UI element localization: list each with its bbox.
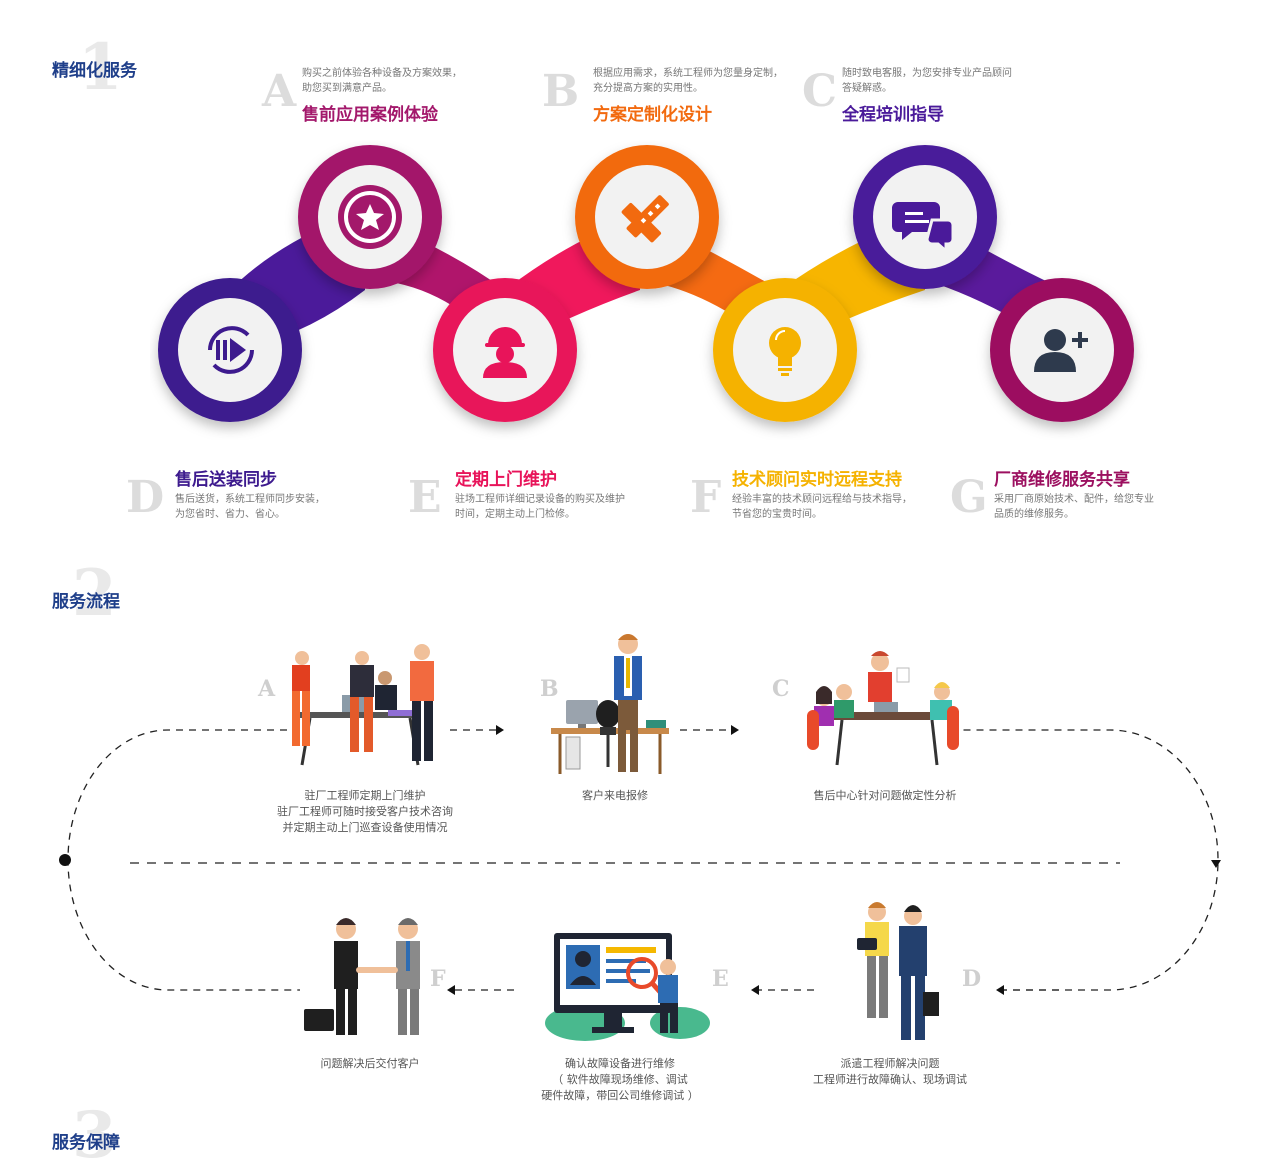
- arrow-left: [447, 985, 455, 995]
- service-title: 方案定制化设计: [593, 105, 712, 125]
- step-letter: B: [540, 676, 559, 702]
- star-icon: [338, 185, 402, 249]
- section-title: 精细化服务: [52, 61, 137, 81]
- service-letter: G: [950, 472, 988, 523]
- add-user-icon: [1034, 329, 1088, 372]
- step-letter: F: [430, 966, 446, 992]
- pencil-ruler-icon: [621, 195, 669, 243]
- section-title: 服务流程: [52, 592, 120, 612]
- start-dot: [59, 854, 71, 866]
- arrow-down: [1211, 860, 1221, 868]
- handshake-illustration: [304, 918, 420, 1035]
- service-desc: 根据应用需求，系统工程师为您量身定制，充分提高方案的实用性。: [593, 68, 783, 94]
- service-desc: 采用厂商原始技术、配件，给您专业品质的维修服务。: [994, 494, 1154, 520]
- step-description: 售后中心针对问题做定性分析: [813, 789, 957, 802]
- service-letter: B: [542, 66, 580, 117]
- service-letter: A: [262, 66, 297, 117]
- arrow-right: [731, 725, 739, 735]
- step-description: 派遣工程师解决问题工程师进行故障确认、现场调试: [813, 1057, 967, 1086]
- service-desc: 售后送货，系统工程师同步安装，为您省时、省力、省心。: [175, 494, 325, 520]
- analysis-meeting-illustration: [807, 651, 959, 766]
- arrow-right: [496, 725, 504, 735]
- service-node-g: [990, 278, 1134, 422]
- service-letter: E: [408, 472, 442, 523]
- service-title: 技术顾问实时远程支持: [732, 470, 902, 490]
- team-meeting-illustration: [292, 644, 434, 766]
- step-description: 驻厂工程师定期上门维护驻厂工程师可随时接受客户技术咨询并定期主动上门巡查设备使用…: [277, 789, 453, 834]
- service-letter: C: [802, 66, 838, 117]
- service-desc: 购买之前体验各种设备及方案效果，助您买到满意产品。: [302, 68, 462, 94]
- section-number: 1: [78, 30, 123, 105]
- step-description: 确认故障设备进行维修（ 软件故障现场维修、调试硬件故障，带回公司维修调试 ）: [541, 1057, 699, 1102]
- step-description: 问题解决后交付客户: [320, 1057, 420, 1070]
- service-title: 定期上门维护: [455, 470, 557, 490]
- engineer-icon: [483, 327, 527, 378]
- step-letter: E: [712, 966, 729, 992]
- service-desc: 随时致电客服，为您安排专业产品顾问答疑解惑。: [842, 68, 1012, 94]
- step-description: 客户来电报修: [582, 789, 648, 802]
- section-title: 服务保障: [52, 1133, 120, 1153]
- service-title: 售前应用案例体验: [302, 105, 438, 125]
- service-letter: D: [126, 472, 165, 523]
- customer-call-illustration: [551, 634, 669, 774]
- service-title: 全程培训指导: [842, 105, 944, 125]
- section-number: 2: [72, 556, 117, 631]
- chat-bubbles-icon: [892, 202, 955, 255]
- service-desc: 经验丰富的技术顾问远程给与技术指导，节省您的宝贵时间。: [732, 494, 912, 520]
- lightbulb-icon: [769, 327, 801, 376]
- service-letter: F: [690, 472, 722, 523]
- service-desc: 驻场工程师详细记录设备的购买及维护时间，定期主动上门检修。: [455, 494, 625, 520]
- step-letter: D: [962, 966, 982, 992]
- service-title: 厂商维修服务共享: [994, 470, 1130, 490]
- repair-monitor-illustration: [545, 933, 710, 1041]
- section-number: 3: [72, 1098, 117, 1173]
- engineer-dispatch-illustration: [857, 902, 939, 1040]
- step-letter: C: [772, 676, 790, 702]
- delivery-arrow-icon: [208, 326, 254, 374]
- arrow-left: [996, 985, 1004, 995]
- service-chain-graphic: [158, 145, 1134, 422]
- step-letter: A: [258, 676, 276, 702]
- arrow-left: [751, 985, 759, 995]
- process-loop: [59, 725, 1221, 995]
- service-title: 售后送装同步: [175, 470, 277, 490]
